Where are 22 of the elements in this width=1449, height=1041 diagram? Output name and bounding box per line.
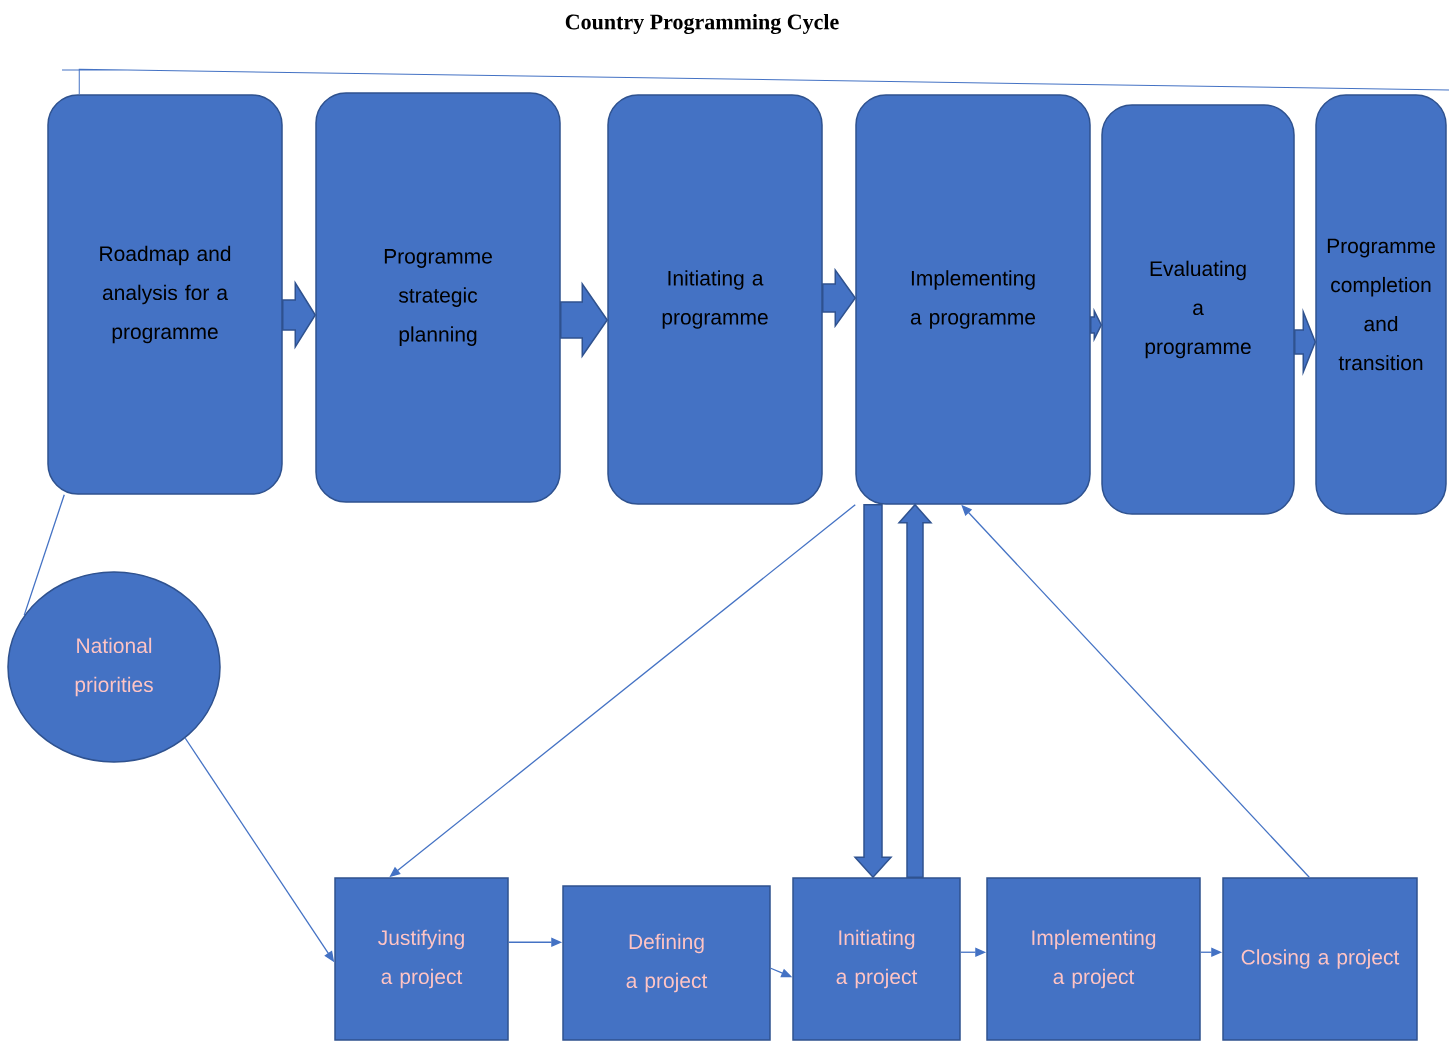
block-arrow — [897, 503, 933, 878]
step-box: Defining a project — [562, 885, 771, 1041]
block-arrow — [560, 281, 609, 359]
process-box: Roadmap and analysis for a programme — [47, 94, 283, 495]
connector-line — [61, 68, 1449, 95]
ellipse-node: National priorities — [7, 571, 221, 763]
title: Country Programming Cycle — [565, 13, 839, 35]
block-arrow — [282, 280, 317, 350]
process-box: Programme completion and transition — [1315, 94, 1447, 515]
connector-line — [23, 494, 65, 616]
process-box: Evaluating a programme — [1101, 104, 1295, 515]
block-arrow — [1090, 307, 1103, 343]
process-box: Programme strategic planning — [315, 92, 561, 503]
step-box: Justifying a project — [334, 877, 509, 1041]
step-box: Initiating a project — [792, 877, 961, 1041]
block-arrow — [1294, 308, 1317, 376]
block-arrow — [853, 504, 893, 879]
block-arrow — [822, 267, 857, 329]
step-box: Implementing a project — [986, 877, 1201, 1041]
process-box: Initiating a programme — [607, 94, 823, 505]
process-box: Implementing a programme — [855, 94, 1091, 505]
step-box: Closing a project — [1222, 877, 1418, 1041]
